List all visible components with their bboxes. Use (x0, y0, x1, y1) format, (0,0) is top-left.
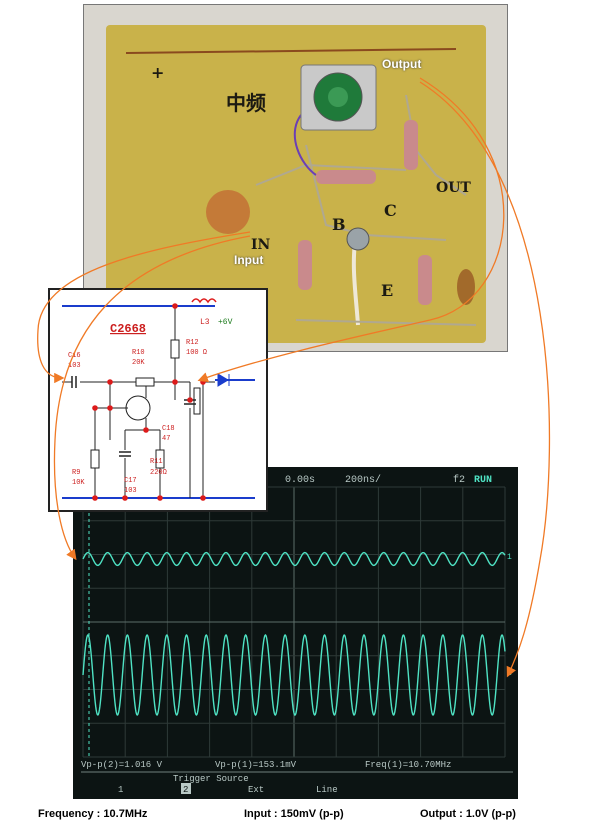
schematic-diagram: C2668 L3 +6V R12 100 Ω C16 103 R10 20K C… (48, 288, 268, 512)
scope-channel: f2 (453, 474, 465, 486)
caption-input: Input : 150mV (p-p) (244, 808, 344, 820)
board-mark-plus: + (151, 63, 165, 82)
oscilloscope-screen: 0.00s 200ns/ f2 RUN 1 2 Vp-p(2)=1.016 V … (73, 467, 518, 799)
schematic-drawing: C2668 L3 +6V R12 100 Ω C16 103 R10 20K C… (62, 298, 255, 501)
board-mark-chinese: 中频 (226, 91, 266, 115)
resistor-r12 (170, 339, 180, 359)
output-label: Output (382, 57, 422, 71)
channel1-marker: 1 (507, 553, 512, 562)
label-c17: C17 (124, 477, 137, 485)
label-r10-value: 20K (132, 359, 145, 367)
label-r10: R10 (132, 349, 145, 357)
label-r12-value: 100 Ω (186, 349, 207, 357)
scope-grid (82, 486, 506, 758)
trigger-option-2[interactable]: 2 (183, 785, 188, 795)
resistor-r9 (90, 449, 100, 469)
capacitors (71, 376, 196, 457)
trigger-option-1[interactable]: 1 (118, 785, 123, 795)
trigger-option-ext[interactable]: Ext (248, 785, 264, 795)
trigger-option-selected-box (181, 783, 191, 794)
caption-frequency: Frequency : 10.7MHz (38, 808, 148, 820)
label-l3: L3 (200, 318, 210, 327)
diode-symbol (217, 373, 230, 387)
board-mark-b: B (332, 215, 346, 234)
input-label: Input (234, 253, 264, 267)
trigger-option-line[interactable]: Line (316, 785, 338, 795)
label-r12: R12 (186, 339, 199, 347)
label-c16: C16 (68, 352, 81, 360)
freq-readout: Freq(1)=10.70MHz (365, 760, 451, 770)
label-c17-value: 103 (124, 487, 137, 495)
board-mark-c: C (384, 201, 397, 220)
if-transformer (193, 387, 201, 415)
vpp2-readout: Vp-p(2)=1.016 V (81, 760, 163, 770)
label-c18: C18 (162, 425, 175, 433)
vpp1-readout: Vp-p(1)=153.1mV (215, 760, 297, 770)
label-r11-value: 220Ω (150, 469, 167, 477)
board-mark-in: IN (251, 237, 271, 253)
trigger-source-title: Trigger Source (173, 774, 249, 784)
board-mark-e: E (381, 281, 394, 300)
caption-output: Output : 1.0V (p-p) (420, 808, 516, 820)
scope-timebase: 200ns/ (345, 474, 381, 486)
waveform-output (82, 634, 506, 716)
board-mark-out: OUT (436, 180, 471, 196)
scope-run-status: RUN (474, 475, 492, 486)
label-vcc: +6V (218, 318, 233, 327)
scope-display: 0.00s 200ns/ f2 RUN 1 2 Vp-p(2)=1.016 V … (81, 474, 513, 795)
label-r9: R9 (72, 469, 80, 477)
resistor-r10 (135, 377, 155, 387)
transistor-symbol (125, 395, 151, 421)
label-r11: R11 (150, 458, 163, 466)
trigger-source-menu: 1 2 Ext Line (118, 783, 338, 795)
scope-time-readout: 0.00s (285, 475, 315, 486)
channel2-marker: 2 (507, 669, 512, 678)
schematic-title: C2668 (110, 322, 146, 336)
label-r9-value: 10K (72, 479, 85, 487)
label-c18-value: 47 (162, 435, 170, 443)
label-c16-value: 103 (68, 362, 81, 370)
inductor-l3 (191, 298, 217, 304)
